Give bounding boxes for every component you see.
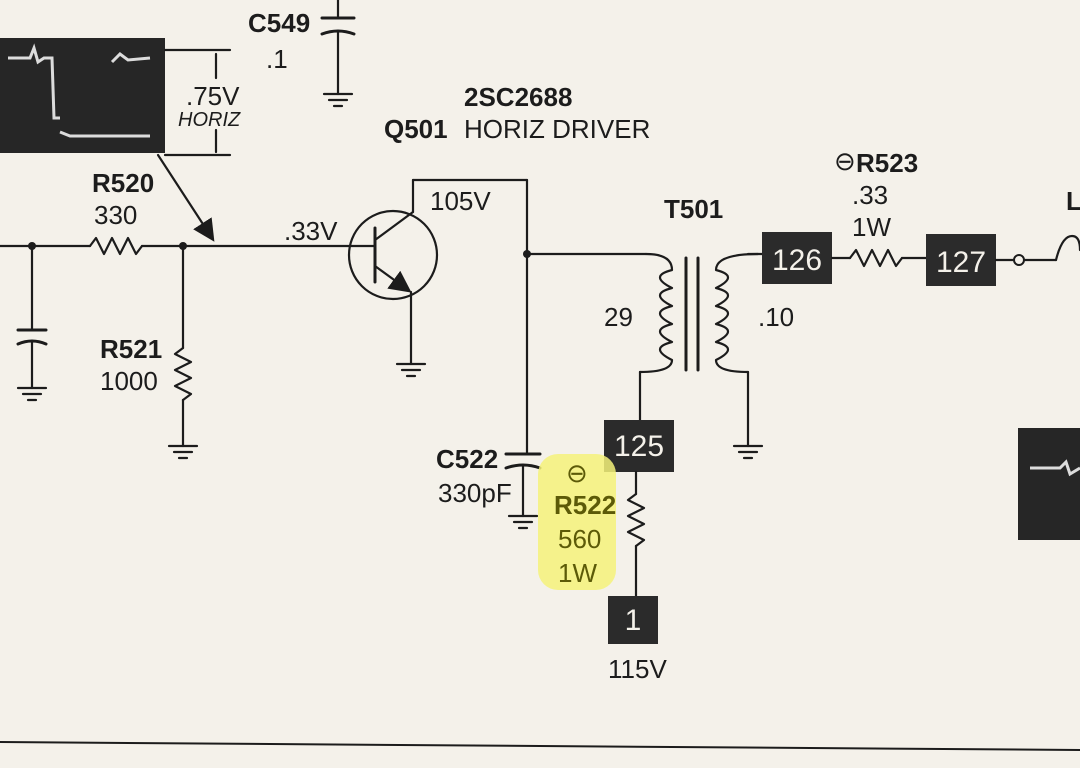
r522-value: 560	[558, 524, 601, 554]
test-point-125-label: 125	[614, 430, 664, 463]
input-network	[0, 242, 92, 402]
r523-ref: R523	[856, 148, 918, 178]
r522-power: 1W	[558, 558, 597, 588]
collector-voltage-label: 105V	[430, 186, 491, 216]
secondary-output-path: 126 127 ⊖ R523 .33 1W L	[746, 146, 1080, 286]
test-point-125	[604, 420, 674, 472]
q501-part-number: 2SC2688	[464, 82, 572, 112]
base-voltage-label: .33V	[284, 216, 338, 246]
primary-supply-path: 125 1 115V	[604, 370, 674, 684]
right-waveform-inset	[1018, 428, 1080, 540]
t501-primary-resistance: 29	[604, 302, 633, 332]
supply-voltage-label: 115V	[608, 654, 667, 684]
t501-secondary-resistance: .10	[758, 302, 794, 332]
inductor-l-ref: L	[1066, 186, 1080, 216]
t501-ref: T501	[664, 194, 723, 224]
highlighter-mark	[538, 454, 616, 590]
test-point-127	[926, 234, 996, 286]
test-point-127-label: 127	[936, 246, 986, 279]
resistor-r520: R520 330	[88, 168, 352, 256]
r522-ref: R522	[554, 490, 616, 520]
q501-function: HORIZ DRIVER	[464, 114, 650, 144]
scope-mode-label: HORIZ	[178, 109, 241, 131]
r520-ref: R520	[92, 168, 154, 198]
transformer-t501: T501 29 .10	[604, 194, 794, 460]
capacitor-c522: C522 330pF	[436, 444, 542, 530]
c549-ref: C549	[248, 8, 310, 38]
r521-value: 1000	[100, 366, 158, 396]
c522-ref: C522	[436, 444, 498, 474]
test-point-1-label: 1	[625, 604, 642, 637]
c522-value: 330pF	[438, 478, 512, 508]
scope-waveform-inset: .75V HORIZ	[0, 38, 241, 242]
r523-mark: ⊖	[834, 146, 856, 176]
r523-power: 1W	[852, 212, 891, 242]
c549-value: .1	[266, 44, 288, 74]
collector-wiring	[411, 178, 648, 456]
capacitor-c549: C549 .1	[248, 0, 356, 108]
q501-ref: Q501	[384, 114, 448, 144]
transistor-q501: 2SC2688 Q501 HORIZ DRIVER 105V	[347, 82, 650, 378]
scope-amplitude-label: .75V	[186, 81, 240, 111]
test-point-1	[608, 596, 658, 644]
test-point-126	[762, 232, 832, 284]
resistor-r522-label: ⊖ R522 560 1W	[538, 454, 616, 590]
waveform-pointer-arrow	[156, 153, 215, 242]
r521-ref: R521	[100, 334, 162, 364]
page-bottom-rule	[0, 741, 1080, 751]
r520-value: 330	[94, 200, 137, 230]
r523-value: .33	[852, 180, 888, 210]
resistor-r521: R521 1000	[100, 244, 199, 460]
test-point-126-label: 126	[772, 244, 822, 277]
r522-mark: ⊖	[566, 458, 588, 488]
